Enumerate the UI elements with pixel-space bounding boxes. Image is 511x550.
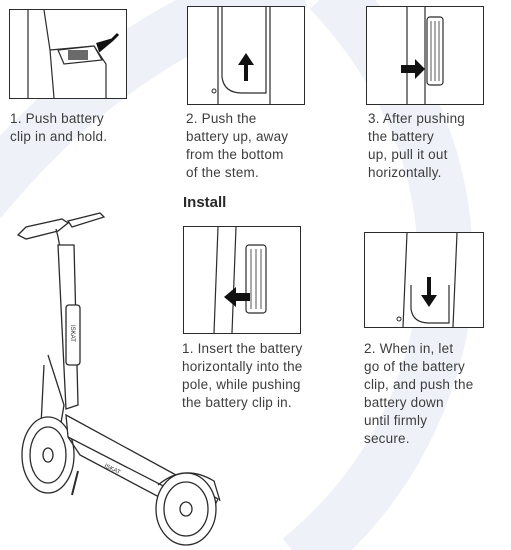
step3-illustration — [366, 6, 484, 105]
deck-brand-label: ISKAT — [103, 463, 121, 476]
step2-illustration — [187, 6, 305, 105]
install-step2-illustration — [364, 232, 484, 328]
step3-caption: 3. After pushing the battery up, pull it… — [368, 111, 466, 180]
scooter-illustration: ISKAT ISKAT — [16, 212, 221, 546]
step1-caption: 1. Push battery clip in and hold. — [10, 111, 108, 144]
install-step2-caption: 2. When in, let go of the battery clip, … — [364, 341, 474, 446]
install-step1-illustration — [183, 226, 301, 334]
step2-caption: 2. Push the battery up, away from the bo… — [186, 111, 289, 180]
stem-brand-label: ISKAT — [69, 325, 75, 342]
install-heading: Install — [183, 194, 227, 211]
install-step1-caption: 1. Insert the battery horizontally into … — [182, 341, 303, 410]
step1-illustration — [9, 9, 127, 99]
